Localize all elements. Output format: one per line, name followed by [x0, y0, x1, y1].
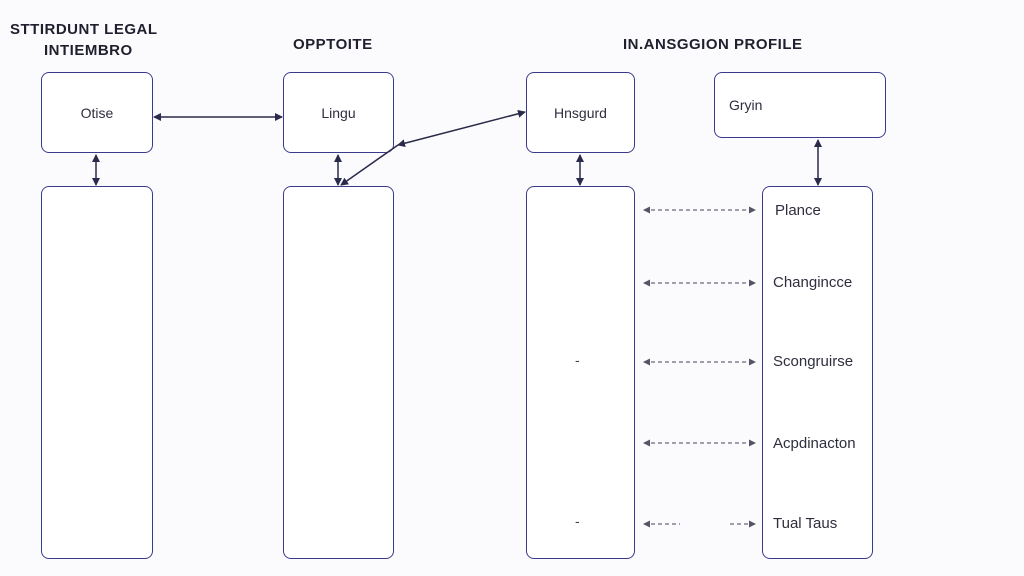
- profile-item-tual-taus: Tual Taus: [773, 515, 838, 532]
- column-hnsgurd: [526, 186, 635, 559]
- dash-marker: -: [575, 513, 580, 529]
- profile-item-plance: Plance: [775, 202, 821, 219]
- profile-item-scongruirse: Scongruirse: [773, 353, 854, 370]
- node-gryin[interactable]: Gryin: [714, 72, 886, 138]
- node-otise[interactable]: Otise: [41, 72, 153, 153]
- heading-opptoite: OPPTOITE: [293, 36, 373, 53]
- profile-item-acpdinacton: Acpdinacton: [773, 435, 856, 452]
- dash-marker: -: [575, 352, 580, 368]
- arrow-diagonal-lower: [340, 144, 399, 186]
- heading-student-legal: STTIRDUNT LEGAL INTIEMBRO: [10, 19, 158, 61]
- node-lingu[interactable]: Lingu: [283, 72, 394, 153]
- column-lingu: [283, 186, 394, 559]
- column-otise: [41, 186, 153, 559]
- heading-left-line-1: STTIRDUNT LEGAL: [10, 21, 158, 38]
- arrow-diagonal-upper: [397, 109, 526, 148]
- profile-item-changincce: Changincce: [773, 274, 853, 291]
- node-hnsgurd[interactable]: Hnsgurd: [526, 72, 635, 153]
- column-profile: [762, 186, 873, 559]
- heading-left-line-2: INTIEMBRO: [44, 42, 133, 59]
- heading-profile: IN.ANSGGION PROFILE: [623, 36, 803, 53]
